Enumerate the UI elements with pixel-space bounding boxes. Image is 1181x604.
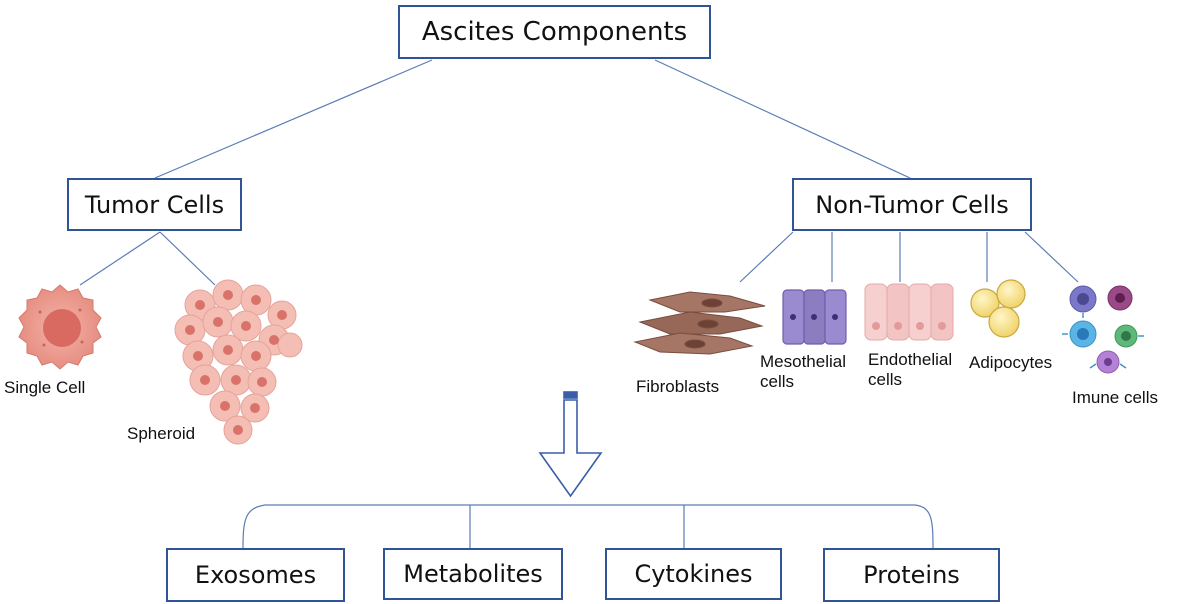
tumor-single-cell-icon xyxy=(18,284,102,370)
cytokines-box: Cytokines xyxy=(605,548,782,600)
metabolites-box: Metabolites xyxy=(383,548,563,600)
proteins-label: Proteins xyxy=(863,561,960,589)
mesothelial-label-line1: Mesothelial xyxy=(760,352,846,371)
tumor-cells-box: Tumor Cells xyxy=(67,178,242,231)
non-tumor-cells-label: Non-Tumor Cells xyxy=(815,190,1009,219)
spheroid-label: Spheroid xyxy=(127,424,196,443)
proteins-box: Proteins xyxy=(823,548,1000,602)
adipocytes-icon xyxy=(970,279,1026,338)
immune-cells-label: Imune cells xyxy=(1072,388,1158,407)
exosomes-label: Exosomes xyxy=(194,561,317,589)
tumor-cells-label: Tumor Cells xyxy=(84,190,225,219)
mesothelial-label: Mesothelial cells xyxy=(760,352,846,392)
endothelial-cells-icon xyxy=(864,283,954,341)
endothelial-label-line1: Endothelial xyxy=(868,350,953,369)
endothelial-label: Endothelial cells xyxy=(868,350,952,390)
metabolites-label: Metabolites xyxy=(403,560,543,588)
connector-lines xyxy=(79,59,1079,549)
mesothelial-cells-icon xyxy=(782,289,847,345)
title-box: Ascites Components xyxy=(398,5,711,59)
immune-cells-icon xyxy=(1062,285,1144,374)
mesothelial-label-line2: cells xyxy=(760,372,795,391)
fibroblasts-label: Fibroblasts xyxy=(636,377,720,396)
endothelial-label-line2: cells xyxy=(868,370,903,389)
non-tumor-cells-box: Non-Tumor Cells xyxy=(792,178,1032,231)
single-cell-label: Single Cell xyxy=(4,378,86,397)
adipocytes-label: Adipocytes xyxy=(969,353,1053,372)
exosomes-box: Exosomes xyxy=(166,548,345,602)
fibroblast-icon xyxy=(633,291,766,355)
spheroid-cluster-icon xyxy=(174,279,303,445)
diagram-title: Ascites Components xyxy=(421,17,688,47)
down-arrow-icon xyxy=(538,391,603,498)
cytokines-label: Cytokines xyxy=(634,560,753,588)
